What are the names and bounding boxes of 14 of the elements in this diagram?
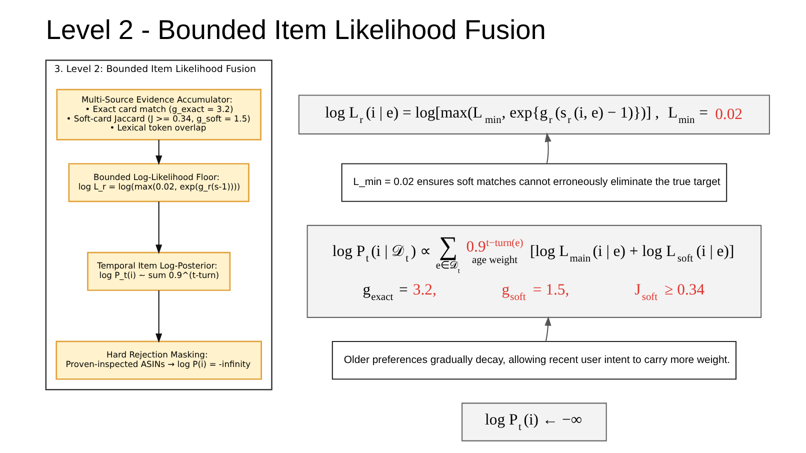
node-box: Hard Rejection Masking: Proven-inspected ASINs → log P(i) = -infinity [55, 340, 262, 380]
node-box: Older preferences gradually decay, allowing recent user intent to carry more weight. [331, 340, 736, 380]
arrow [155, 139, 162, 164]
node-box: log P$_{t}$(i) ← −∞ [461, 402, 606, 441]
arrow [155, 290, 162, 342]
node-box: log L$_{r}$(i | e) = log[max(L$_{min}$, exp{g$_{r}$(s$_{r}$(i, e) − 1)})] , L$_{min}$ = 0.02 [298, 94, 770, 134]
arrow [544, 132, 551, 164]
node-box: Multi-Source Evidence Accumulator: • Exact card match (g_exact = 3.2) • Soft-card Jaccard (J >= 0.34, g_soft = 1.5) • Lexical token overlap [56, 88, 261, 140]
node-box: L_min = 0.02 ensures soft matches cannot erroneously eliminate the true target [340, 162, 727, 202]
arrow [544, 316, 551, 342]
node-box: Temporal Item Log-Posterior: log P_t(i) ~ sum 0.9^(t-turn) [86, 251, 230, 290]
diagram-title: Level 2 - Bounded Item Likelihood Fusion [45, 14, 546, 45]
node-box: Bounded Log-Likelihood Floor: log L_r = log(max(0.02, exp(g_r(s-1)))) [68, 162, 249, 202]
arrow [155, 201, 162, 254]
